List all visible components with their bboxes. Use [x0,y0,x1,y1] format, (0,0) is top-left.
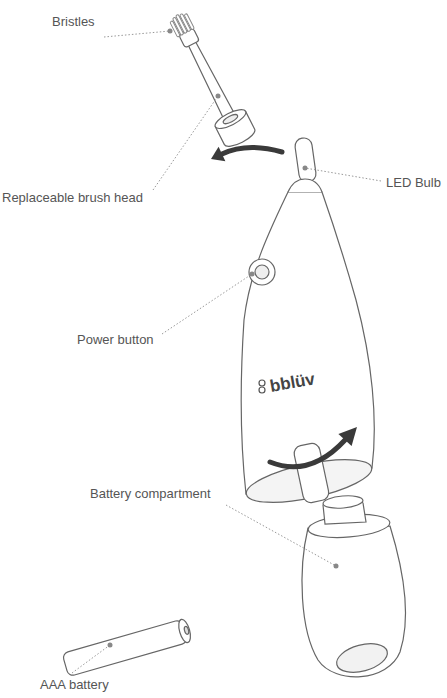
brush-collar-rim [213,106,249,132]
arrow-band [222,147,282,154]
part-label: Replaceable brush head [2,190,143,205]
part-label: AAA battery [40,677,109,692]
part-label: Bristles [52,14,95,29]
bristles [168,11,194,37]
part-label: Power button [77,332,154,347]
aaa-battery [62,618,193,677]
leader-dot [168,29,173,34]
leader-line [162,274,252,334]
leader-line [226,505,336,566]
rotation-arrow [211,147,282,161]
power-button-inner [255,265,269,279]
leader-line [104,31,170,37]
brush-stem [187,41,235,120]
leader-line [305,168,381,181]
leader-dot [108,643,113,648]
leader-dot [216,94,221,99]
battery-shaft [293,442,330,504]
leader-line [72,645,110,673]
led-bulb [294,137,317,183]
battery-cap [302,494,405,677]
logo-icon [259,380,265,393]
battery-terminal [183,626,189,635]
leader-dot [303,166,308,171]
part-label: LED Bulb [386,175,441,190]
handle [241,137,375,511]
logo-icon-dot [259,387,265,393]
leader-dot [334,564,339,569]
bristle [184,13,194,30]
arrow-band [270,440,345,467]
leader-lines [72,31,381,673]
battery-end [176,618,192,644]
leader-line [153,96,218,190]
part-label: Battery compartment [90,486,211,501]
brush-collar-hole [222,113,239,126]
handle-neck [288,179,322,192]
cap-knob-top [323,494,364,509]
arrow-head [338,427,357,446]
cap-bottom [334,639,391,678]
brush-head [162,7,257,150]
cap-body [302,526,405,677]
logo-icon-dot [259,380,265,386]
brand-logo: bblüv [268,369,316,396]
rotation-arrow [270,427,357,467]
arrow-head [211,147,225,161]
battery-body [62,619,188,676]
power-button [249,259,275,285]
leader-dot [250,272,255,277]
